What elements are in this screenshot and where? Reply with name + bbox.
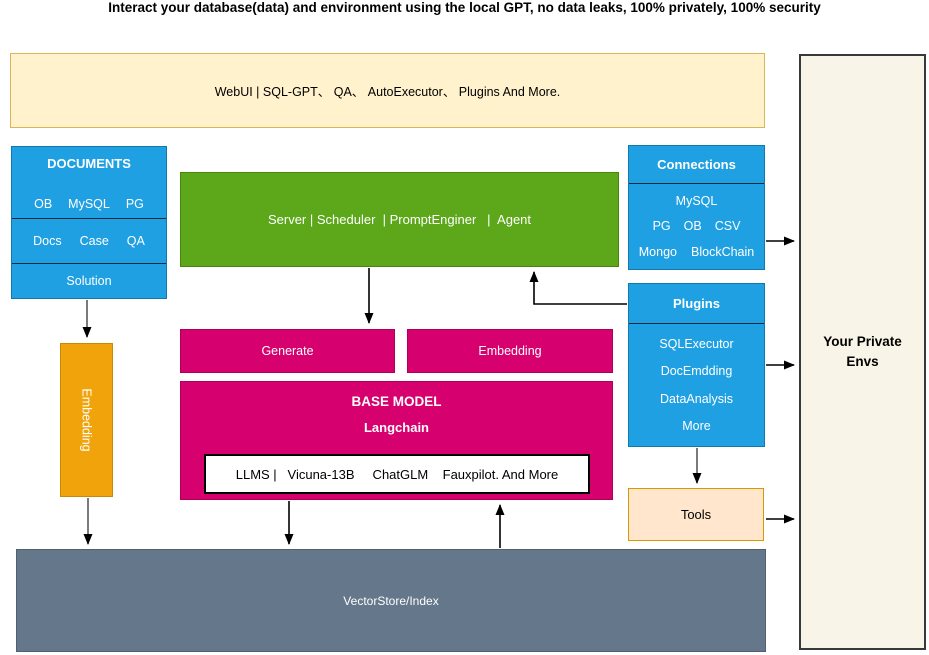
plugins-item-docemdding: DocEmdding <box>660 364 733 379</box>
plugins-box: Plugins SQLExecutor DocEmdding DataAnaly… <box>628 283 765 447</box>
server-box: Server | Scheduler | PromptEnginer | Age… <box>180 172 619 267</box>
connections-item-ob: OB <box>683 219 702 234</box>
plugins-body: SQLExecutor DocEmdding DataAnalysis More <box>629 323 764 446</box>
plugins-header: Plugins <box>673 296 720 311</box>
private-envs-box: Your Private Envs <box>799 54 926 650</box>
connections-body: MySQL PG OB CSV Mongo BlockChain <box>629 183 764 269</box>
documents-item-solution: Solution <box>66 274 112 288</box>
embedding-vertical-label: Embedding <box>79 388 94 452</box>
connections-item-pg: PG <box>652 219 671 234</box>
connections-row-2: PG OB CSV <box>629 219 764 233</box>
base-model-box: BASE MODEL Langchain LLMS | Vicuna-13B C… <box>180 381 613 500</box>
documents-item-docs: Docs <box>33 234 62 248</box>
plugins-item-dataanalysis: DataAnalysis <box>660 391 733 406</box>
documents-item-case: Case <box>79 234 109 248</box>
documents-item-mysql: MySQL <box>68 197 110 211</box>
connections-item-csv: CSV <box>714 219 741 234</box>
documents-header: DOCUMENTS <box>47 156 131 171</box>
plugins-item-more: More <box>682 419 711 434</box>
connections-item-blockchain: BlockChain <box>691 245 755 260</box>
tools-box: Tools <box>628 488 764 541</box>
connections-item-mongo: Mongo <box>638 245 677 260</box>
private-envs-label: Your Private Envs <box>823 334 902 369</box>
base-model-subtitle: Langchain <box>363 420 429 435</box>
documents-header-section: DOCUMENTS OB MySQL PG <box>12 147 166 218</box>
documents-row-databases: OB MySQL PG <box>34 197 144 211</box>
documents-item-qa: QA <box>126 234 145 248</box>
llms-box: LLMS | Vicuna-13B ChatGLM Fauxpilot. And… <box>204 454 590 494</box>
plugins-item-sqlexecutor: SQLExecutor <box>659 336 734 351</box>
connections-box: Connections MySQL PG OB CSV Mongo BlockC… <box>628 145 765 270</box>
base-model-title: BASE MODEL <box>351 394 442 409</box>
documents-item-ob: OB <box>34 197 53 211</box>
documents-row-docs: Docs Case QA <box>12 218 166 263</box>
documents-item-pg: PG <box>125 197 144 211</box>
connections-row-1: MySQL <box>629 194 764 208</box>
embedding-vertical-box: Embedding <box>60 343 113 497</box>
connections-row-3: Mongo BlockChain <box>629 245 764 259</box>
webui-box: WebUI | SQL-GPT、 QA、 AutoExecutor、 Plugi… <box>10 53 765 128</box>
vectorstore-box: VectorStore/Index <box>16 549 766 652</box>
documents-box: DOCUMENTS OB MySQL PG Docs Case QA Solut… <box>11 146 167 299</box>
documents-row-solution: Solution <box>12 263 166 298</box>
generate-box: Generate <box>180 329 395 373</box>
connections-item-mysql: MySQL <box>675 193 718 208</box>
diagram-title: Interact your database(data) and environ… <box>108 0 821 15</box>
arrow-plugins-to-server <box>529 271 627 305</box>
connections-header: Connections <box>657 157 736 172</box>
embedding-box: Embedding <box>407 329 613 373</box>
